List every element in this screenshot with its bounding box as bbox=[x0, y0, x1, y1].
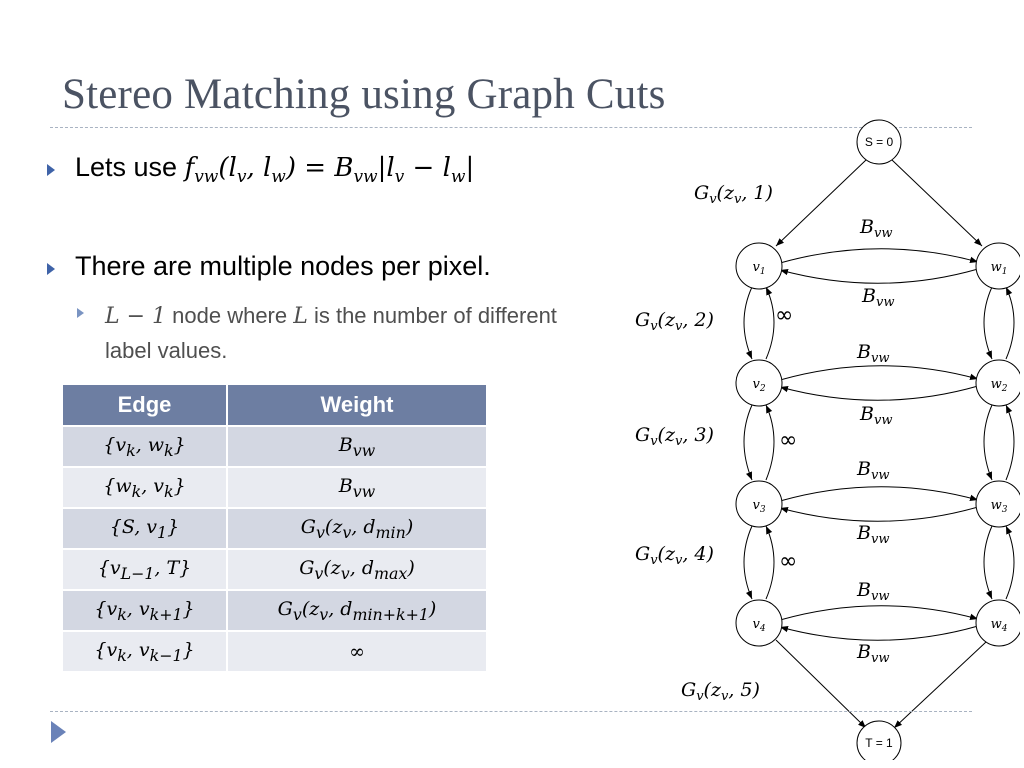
horizontal-edges bbox=[779, 248, 979, 641]
b-label: Bvw bbox=[856, 458, 889, 483]
b-label: Bvw bbox=[856, 579, 889, 604]
table-cell-weight: Gv(zv, dmax) bbox=[227, 549, 488, 591]
table-cell-edge: {vL−1, T} bbox=[63, 549, 228, 591]
vertical-v-edges bbox=[743, 286, 775, 600]
table-row: {vk, wk} Bvw bbox=[63, 426, 488, 468]
node-w2 bbox=[975, 359, 1020, 407]
bullet-1-text: Lets use bbox=[75, 152, 185, 182]
sub-bullet-math-1: L − 1 bbox=[105, 304, 167, 329]
g-label-2: Gv(zv, 2) bbox=[635, 309, 714, 334]
inf-label: ∞ bbox=[779, 549, 797, 574]
table-cell-edge: {wk, vk} bbox=[63, 467, 228, 509]
table-header-edge: Edge bbox=[63, 385, 228, 427]
g-label-5: Gv(zv, 5) bbox=[681, 679, 760, 704]
vertical-w-edges bbox=[983, 286, 1015, 600]
b-label: Bvw bbox=[859, 216, 892, 241]
table-row: {S, v1} Gv(zv, dmin) bbox=[63, 508, 488, 550]
table-cell-weight: Bvw bbox=[227, 426, 488, 468]
sub-bullet-marker-icon bbox=[77, 308, 84, 318]
b-label: Bvw bbox=[861, 285, 894, 310]
edge-weight-table: Edge Weight {vk, wk} Bvw {wk, vk} Bvw {S… bbox=[63, 385, 488, 673]
source-label: S = 0 bbox=[865, 135, 894, 149]
node-w3 bbox=[975, 480, 1020, 528]
inf-label: ∞ bbox=[775, 303, 793, 328]
table-row: {wk, vk} Bvw bbox=[63, 467, 488, 509]
bullet-marker-icon bbox=[47, 164, 55, 176]
edge-s-v1 bbox=[775, 159, 867, 247]
bullet-marker-icon bbox=[47, 263, 55, 275]
cost-formula: fvw(lv, lw) = Bvw|lv − lw| bbox=[184, 153, 475, 188]
g-label-4: Gv(zv, 4) bbox=[635, 543, 714, 568]
b-label: Bvw bbox=[859, 403, 892, 428]
node-v3 bbox=[735, 480, 783, 528]
table-header-weight: Weight bbox=[227, 385, 488, 427]
inf-label: ∞ bbox=[779, 428, 797, 453]
sub-bullet: L − 1 node where L is the number of diff… bbox=[105, 299, 575, 368]
sink-label: T = 1 bbox=[865, 736, 893, 750]
node-v1 bbox=[735, 242, 783, 290]
g-label-1: Gv(zv, 1) bbox=[694, 182, 773, 207]
table-cell-weight: Gv(zv, dmin+k+1) bbox=[227, 590, 488, 632]
node-w4 bbox=[975, 599, 1020, 647]
edge-s-w1 bbox=[891, 159, 983, 247]
b-label: Bvw bbox=[856, 341, 889, 366]
b-label: Bvw bbox=[856, 522, 889, 547]
slide-title: Stereo Matching using Graph Cuts bbox=[62, 71, 666, 118]
table-cell-edge: {vk, vk+1} bbox=[63, 590, 228, 632]
table-cell-weight: Bvw bbox=[227, 467, 488, 509]
table-row: {vk, vk+1} Gv(zv, dmin+k+1) bbox=[63, 590, 488, 632]
table-row: {vL−1, T} Gv(zv, dmax) bbox=[63, 549, 488, 591]
sub-bullet-math-2: L bbox=[293, 304, 308, 329]
g-label-3: Gv(zv, 3) bbox=[635, 424, 714, 449]
sub-bullet-text-1: node where bbox=[166, 303, 294, 328]
table-cell-edge: {vk, vk−1} bbox=[63, 631, 228, 673]
table-row: {vk, vk−1} ∞ bbox=[63, 631, 488, 673]
graph-cut-diagram: S = 0 T = 1 v1 v2 v3 v4 w1 w2 w3 w4 Gv(z… bbox=[635, 119, 1020, 760]
b-label: Bvw bbox=[856, 641, 889, 666]
node-sink bbox=[856, 720, 902, 760]
table-cell-edge: {S, v1} bbox=[63, 508, 228, 550]
edge-v4-t bbox=[775, 639, 867, 729]
table-cell-weight: Gv(zv, dmin) bbox=[227, 508, 488, 550]
node-w1 bbox=[975, 242, 1020, 290]
bullet-2: There are multiple nodes per pixel. bbox=[75, 251, 491, 281]
table-header-row: Edge Weight bbox=[63, 385, 488, 427]
table-cell-edge: {vk, wk} bbox=[63, 426, 228, 468]
footer-divider bbox=[50, 711, 972, 712]
node-v2 bbox=[735, 359, 783, 407]
slide-nav-arrow-icon bbox=[51, 721, 66, 743]
bullet-1: Lets use fvw(lv, lw) = Bvw|lv − lw| bbox=[75, 152, 474, 187]
node-source bbox=[856, 119, 902, 165]
title-divider bbox=[50, 127, 972, 128]
edge-w4-t bbox=[893, 641, 987, 729]
sub-bullet-text-2: is the number of different label values. bbox=[105, 303, 557, 363]
table-cell-weight: ∞ bbox=[227, 631, 488, 673]
node-v4 bbox=[735, 599, 783, 647]
